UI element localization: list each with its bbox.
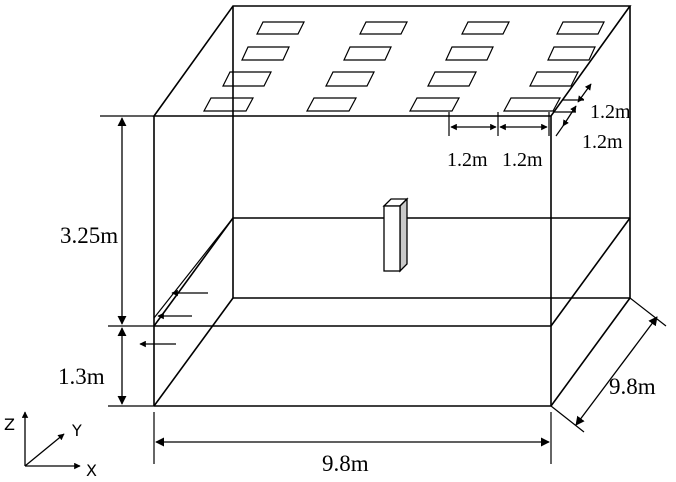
diffuser (529, 71, 579, 87)
floor-height-label: 1.3m (58, 364, 105, 389)
diffuser (241, 46, 290, 61)
depth-label: 9.8m (609, 374, 656, 399)
diffuser (445, 46, 494, 61)
diffuser (427, 71, 477, 87)
diffuser (556, 21, 605, 35)
diffuser-width-label-2: 1.2m (502, 149, 543, 171)
diffuser-depth-label-1: 1.2m (590, 101, 631, 123)
central-object (382, 197, 409, 273)
depth-dimension (550, 297, 667, 433)
upper-room-box (152, 5, 632, 327)
diffuser (222, 71, 272, 87)
height-dimension (100, 115, 154, 407)
diffuser (343, 46, 392, 61)
z-axis-label: Z (4, 415, 15, 434)
diffuser (502, 97, 562, 112)
diffuser (408, 97, 461, 112)
width-dimension (153, 412, 552, 464)
diffuser-depth-dimension (553, 83, 592, 137)
room-height-label: 3.25m (60, 223, 118, 248)
diffuser (359, 21, 408, 35)
diffuser (461, 21, 510, 35)
diffuser (256, 21, 305, 35)
diffuser-depth-label-2: 1.2m (582, 131, 623, 153)
diffuser-width-dimension (448, 112, 550, 136)
width-label: 9.8m (322, 451, 369, 476)
ceiling-diffusers (202, 21, 605, 112)
diffuser (202, 97, 255, 112)
coordinate-axes (21, 411, 81, 470)
y-axis-label: Y (71, 421, 82, 440)
diffuser (547, 46, 596, 61)
diffuser (325, 71, 375, 87)
diffuser (305, 97, 358, 112)
inlet-arrows (139, 217, 234, 348)
diffuser-width-label-1: 1.2m (447, 149, 488, 171)
x-axis-label: X (86, 461, 97, 480)
